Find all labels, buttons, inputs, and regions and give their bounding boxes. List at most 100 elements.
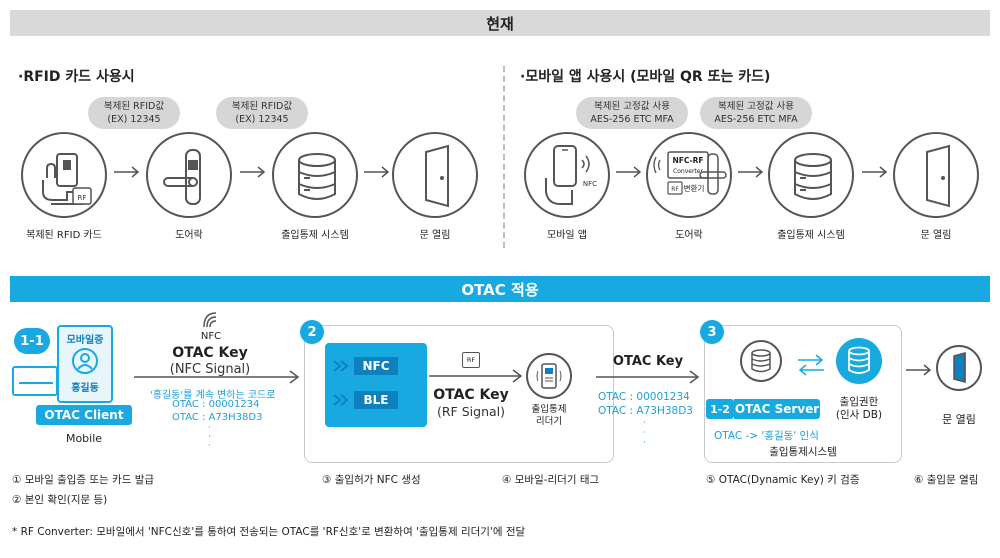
converter-title: NFC-RF (672, 156, 703, 165)
rfid-caption-3: 출입통제 시스템 (281, 230, 349, 241)
mobile-caption-3: 출입통제 시스템 (777, 230, 845, 241)
current-header-text: 현재 (486, 14, 514, 33)
current-header-bar: 현재 (10, 10, 990, 36)
card-reader-icon (536, 363, 562, 389)
footnote: * RF Converter: 모바일에서 'NFC신호'를 통하여 전송되는 … (12, 526, 526, 538)
otac-server-circle (740, 340, 782, 382)
mobile-pill-2: 복제된 고정값 사용 AES-256 ETC MFA (700, 97, 812, 129)
mobile-nfc-tag: NFC (583, 180, 597, 188)
signal1-dots: · · · (208, 423, 211, 451)
mobile-arrow-1 (616, 166, 642, 178)
otac-header-text: OTAC 적용 (461, 280, 539, 299)
hr-db-label: 출입권한 (인사 DB) (835, 396, 883, 421)
step-legend-1: ① 모바일 출입증 또는 카드 발급 (12, 474, 155, 486)
signal1-key-title: OTAC Key (172, 345, 248, 361)
ble-chip: BLE (354, 391, 398, 409)
reader-circle (526, 353, 572, 399)
mobile-section-title: ·모바일 앱 사용시 (모바일 QR 또는 카드) (520, 69, 771, 85)
final-door-circle (936, 345, 982, 391)
step2-key-title: OTAC Key (433, 387, 509, 403)
server-db-icon (751, 349, 771, 373)
mobile-arrow-2 (738, 166, 764, 178)
otac-client-label: OTAC Client (36, 405, 132, 425)
user-icon (72, 348, 98, 374)
otac-header-bar: OTAC 적용 (10, 276, 990, 302)
open-door-blue-icon (953, 352, 966, 383)
rfid-caption-1: 복제된 RFID 카드 (26, 230, 102, 241)
nfc-chevron-icon (333, 360, 349, 372)
doorlock-icon (163, 149, 201, 205)
converter-label: 변환기 (684, 183, 705, 193)
signal1-arrow (134, 370, 300, 384)
mobile-doorlock-circle: NFC-RF Converter RF 변환기 (646, 132, 732, 218)
hr-database-icon (848, 346, 870, 374)
rfid-pill-2: 복제된 RFID값 (EX) 12345 (216, 97, 308, 129)
converter-doorlock-icon: NFC-RF Converter RF 변환기 (653, 151, 727, 195)
final-door-label: 문 열림 (942, 413, 976, 426)
step-legend-5: ⑤ OTAC(Dynamic Key) 키 검증 (706, 474, 860, 486)
otac-result-text: OTAC -> '홍길동' 인식 (714, 430, 819, 442)
step-legend-6: ⑥ 출입문 열림 (914, 474, 979, 486)
phone-hand-icon: NFC (545, 145, 597, 205)
rfid-card-hand-icon: RF (42, 153, 92, 205)
mobile-id-title: 모바일증 (66, 335, 104, 346)
signal1-code-1: OTAC : 00001234 (172, 399, 260, 410)
rfid-door-circle (392, 132, 478, 218)
ble-chevron-icon (333, 394, 349, 406)
step-1-1-badge: 1-1 (14, 328, 50, 354)
rfid-caption-4: 문 열림 (419, 230, 451, 241)
mobile-id-card: 모바일증 홍길동 (57, 325, 113, 403)
rfid-pill-1: 복제된 RFID값 (EX) 12345 (88, 97, 180, 129)
step-3-badge: 3 (700, 320, 724, 344)
database-icon (794, 153, 832, 200)
mobile-arrow-3 (862, 166, 888, 178)
open-door-icon (926, 144, 950, 208)
mobile-caption-2: 도어락 (675, 230, 703, 241)
signal2-key-title: OTAC Key (612, 354, 684, 369)
otac-server-label: OTAC Server (734, 399, 820, 419)
signal2-code-1: OTAC : 00001234 (598, 391, 690, 403)
mobile-caption-1: 모바일 앱 (547, 230, 587, 241)
signal2-arrow (596, 370, 700, 384)
step-2-badge: 2 (300, 320, 324, 344)
card-icon (12, 366, 58, 396)
rfid-section-title: ·RFID 카드 사용시 (18, 69, 135, 85)
mobile-caption-4: 문 열림 (920, 230, 952, 241)
rfid-rf-tag: RF (78, 194, 87, 202)
rfid-arrow-3 (364, 166, 390, 178)
rfid-doorlock-circle (146, 132, 232, 218)
rfid-caption-2: 도어락 (175, 230, 203, 241)
final-arrow (906, 364, 932, 376)
nfc-ble-panel (325, 343, 427, 427)
rfid-system-circle (272, 132, 358, 218)
rfid-arrow-2 (240, 166, 266, 178)
step-1-2-badge: 1-2 (706, 399, 734, 419)
hr-db-circle (836, 338, 882, 384)
step-legend-2: ② 본인 확인(지문 등) (12, 494, 108, 506)
rfid-card-circle: RF (21, 132, 107, 218)
database-icon (298, 153, 336, 200)
rfid-arrow-1 (114, 166, 140, 178)
nfc-chip: NFC (354, 357, 398, 375)
mobile-pill-1: 복제된 고정값 사용 AES-256 ETC MFA (576, 97, 688, 129)
step2-arrow (429, 369, 523, 383)
step-legend-3: ③ 출입허가 NFC 생성 (322, 474, 421, 486)
section-divider (503, 66, 505, 248)
step2-key-sub: (RF Signal) (437, 404, 505, 419)
signal1-note: '홍길동'를 계속 변하는 코드로 (150, 390, 276, 401)
converter-sub: Converter (673, 168, 703, 175)
step2-rf-tag: RF (462, 352, 480, 368)
signal1-nfc-text: NFC (200, 331, 222, 342)
signal1-code-2: OTAC : A73H38D3 (172, 412, 263, 423)
open-door-icon (425, 144, 449, 208)
mobile-device-label: Mobile (65, 432, 103, 445)
mobile-app-circle: NFC (524, 132, 610, 218)
signal2-dots: · · · (643, 418, 646, 448)
mobile-id-name: 홍길동 (71, 383, 99, 394)
step-legend-4: ④ 모바일-리더기 태그 (502, 474, 600, 486)
converter-rf-tag: RF (671, 186, 679, 193)
mobile-system-circle (768, 132, 854, 218)
reader-label: 출입통제 리더기 (531, 404, 567, 427)
signal1-key-sub: (NFC Signal) (169, 362, 251, 377)
exchange-arrows-icon (798, 354, 824, 376)
